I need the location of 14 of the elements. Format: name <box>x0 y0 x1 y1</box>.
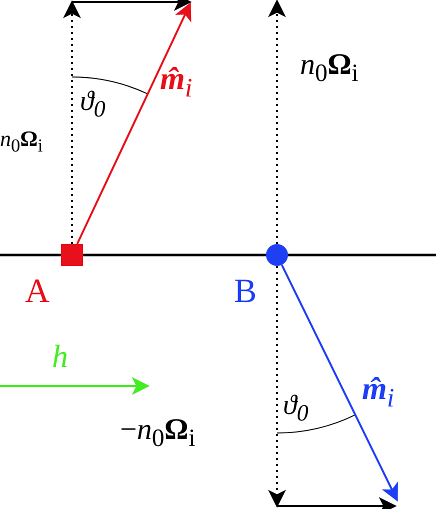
vector-label: n$_{0}$Ω$_{i}$ <box>0 128 43 155</box>
field-label: h <box>52 340 68 372</box>
vector-label: m̂$_{i}$ <box>362 372 394 412</box>
angle-label: ϑ$_{0}$ <box>283 392 308 426</box>
vector-label: −n$_{0}$Ω$_{i}$ <box>120 415 196 451</box>
vector-arrow <box>76 2 192 244</box>
vector-label: n$_{0}$Ω$_{i}$ <box>300 50 358 86</box>
vector-arrow <box>280 264 398 502</box>
point-marker <box>266 244 288 266</box>
vector-label: m̂$_{i}$ <box>160 62 192 102</box>
point-label: A <box>25 275 50 309</box>
angle-label: ϑ$_{0}$ <box>80 88 106 122</box>
point-marker <box>61 244 83 266</box>
point-label: B <box>234 275 257 309</box>
